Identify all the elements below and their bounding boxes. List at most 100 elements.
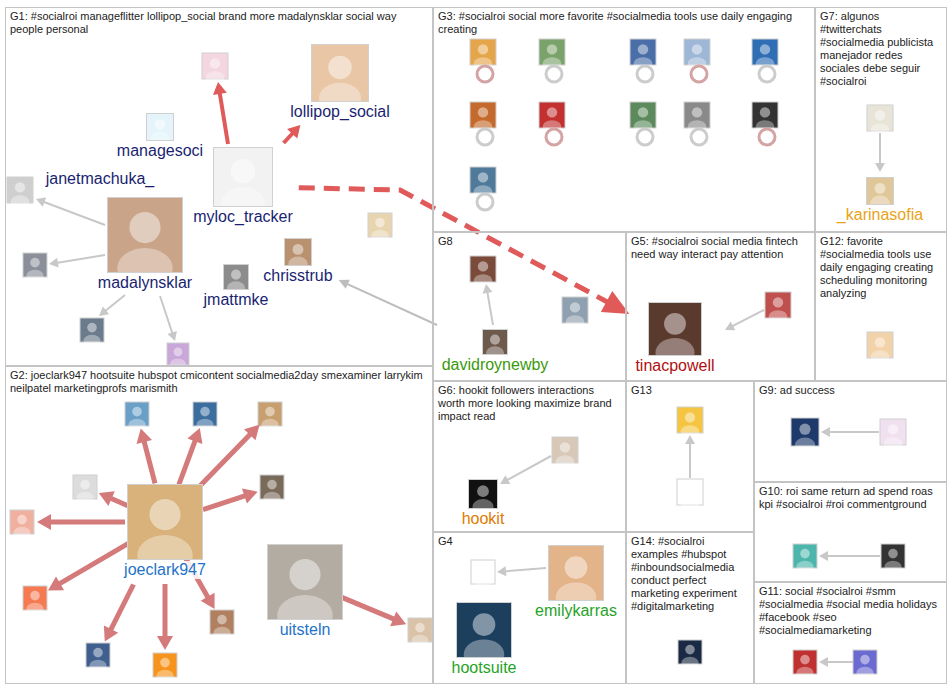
arrow-head (48, 576, 64, 590)
arrow-head (821, 427, 830, 437)
arrow-head (104, 626, 118, 642)
arrow-head (497, 566, 506, 576)
self-loop (546, 66, 562, 82)
arrow-head (37, 514, 51, 530)
leader-arrow (58, 542, 131, 585)
avatar-icon (793, 650, 817, 679)
account-node: hookit (458, 477, 509, 530)
account-name: lollipop_social (289, 103, 391, 121)
arrow-head (49, 258, 59, 268)
avatar-icon (470, 256, 496, 287)
leader-arrow (144, 439, 155, 483)
avatar-icon (193, 402, 217, 431)
leader-arrow (826, 555, 880, 557)
account-name: chrisstrub (262, 267, 333, 285)
account-name: myloc_tracker (192, 208, 294, 226)
leader-arrow (504, 568, 546, 571)
account-name: tinacpowell (634, 357, 715, 375)
group-panel: G3: #socialroi social more favorite #soc… (433, 7, 815, 232)
avatar-picture (284, 238, 312, 266)
self-loop (691, 66, 707, 82)
leader-arrow (828, 431, 879, 433)
connector-line (346, 283, 437, 325)
group-heading: G14: #socialroi examples #hubspot #inbou… (627, 533, 753, 613)
arrow-head (167, 331, 176, 341)
avatar-picture (223, 264, 249, 290)
avatar-icon (368, 213, 392, 242)
arrow-head (213, 82, 227, 95)
account-node: _karinasofia (833, 175, 927, 226)
arrow-head (99, 491, 115, 506)
leader-arrow (203, 495, 247, 510)
avatar-icon (7, 177, 33, 208)
arrow-head (187, 428, 202, 444)
leader-arrow (879, 133, 881, 165)
account-name: joeclark947 (123, 561, 207, 579)
avatar-picture (482, 329, 508, 355)
group-panel: G6: hookit followers interactions worth … (433, 381, 626, 532)
account-node: uitsteln (264, 542, 346, 641)
avatar-icon (471, 560, 495, 589)
avatar-icon (210, 610, 234, 639)
group-panel: G12: favorite #socialmedia tools use dai… (815, 232, 947, 381)
group-panel: G7: algunos #twitterchats #socialmedia p… (815, 7, 947, 232)
group-heading: G10: roi same return ad spend roas kpi #… (755, 483, 946, 511)
leader-arrow (43, 202, 105, 226)
account-name: _karinasofia (836, 206, 924, 224)
avatar-icon (678, 640, 702, 669)
arrow-head (500, 475, 510, 484)
self-loop (637, 66, 653, 82)
connector (284, 125, 301, 143)
avatar-icon (408, 618, 432, 647)
self-loop (477, 194, 493, 210)
self-loop (637, 129, 653, 145)
group-panel: G10: roi same return ad spend roas kpi #… (754, 482, 947, 582)
group-heading: G9: ad success (755, 382, 946, 397)
connector (339, 280, 437, 325)
group-heading: G8 (434, 233, 625, 248)
leader-arrow (826, 661, 853, 663)
arrow-head (685, 435, 695, 444)
arrow-head (99, 306, 109, 316)
arrow-head (36, 197, 46, 206)
avatar-picture (213, 147, 273, 207)
avatar-icon (853, 650, 877, 679)
arrow-head (242, 488, 258, 503)
group-heading: G11: social #socialroi #smm #socialmedia… (755, 583, 946, 637)
avatar-icon (260, 475, 284, 504)
arrow-head (819, 657, 828, 667)
group-panel: G11: social #socialroi #smm #socialmedia… (754, 582, 947, 684)
avatar-icon (765, 292, 791, 323)
group-panel: G1: #socialroi manageflitter lollipop_so… (5, 7, 433, 366)
group-panel: G14: #socialroi examples #hubspot #inbou… (626, 532, 754, 684)
arrow-head (201, 593, 215, 609)
avatar-icon (80, 318, 104, 347)
avatar-icon (202, 53, 228, 84)
leader-arrow (179, 439, 196, 485)
arrow-head (157, 636, 173, 650)
arrow-head (483, 284, 493, 294)
avatar-icon (867, 105, 893, 136)
self-loop (759, 66, 775, 82)
account-name: davidroynewby (441, 356, 550, 374)
avatar-picture (648, 302, 702, 356)
group-panel: G2: joeclark947 hootsuite hubspot cmicon… (5, 366, 433, 684)
avatar-icon (793, 544, 817, 573)
self-loop (691, 129, 707, 145)
leader-arrow (105, 295, 125, 312)
account-node: chrisstrub (259, 236, 336, 287)
leader-arrow (56, 255, 105, 263)
account-node: lollipop_social (286, 42, 394, 123)
account-name: hootsuite (451, 659, 518, 677)
group-heading: G5: #socialroi social media fintech need… (627, 233, 814, 261)
account-node: joeclark947 (120, 482, 210, 581)
connector (299, 188, 630, 314)
leader-arrow (160, 296, 173, 334)
avatar-icon (881, 544, 905, 573)
avatar-icon (552, 437, 578, 468)
account-node: madalynsklar (94, 195, 196, 294)
arrow-head (725, 321, 735, 330)
avatar-icon (562, 297, 588, 328)
